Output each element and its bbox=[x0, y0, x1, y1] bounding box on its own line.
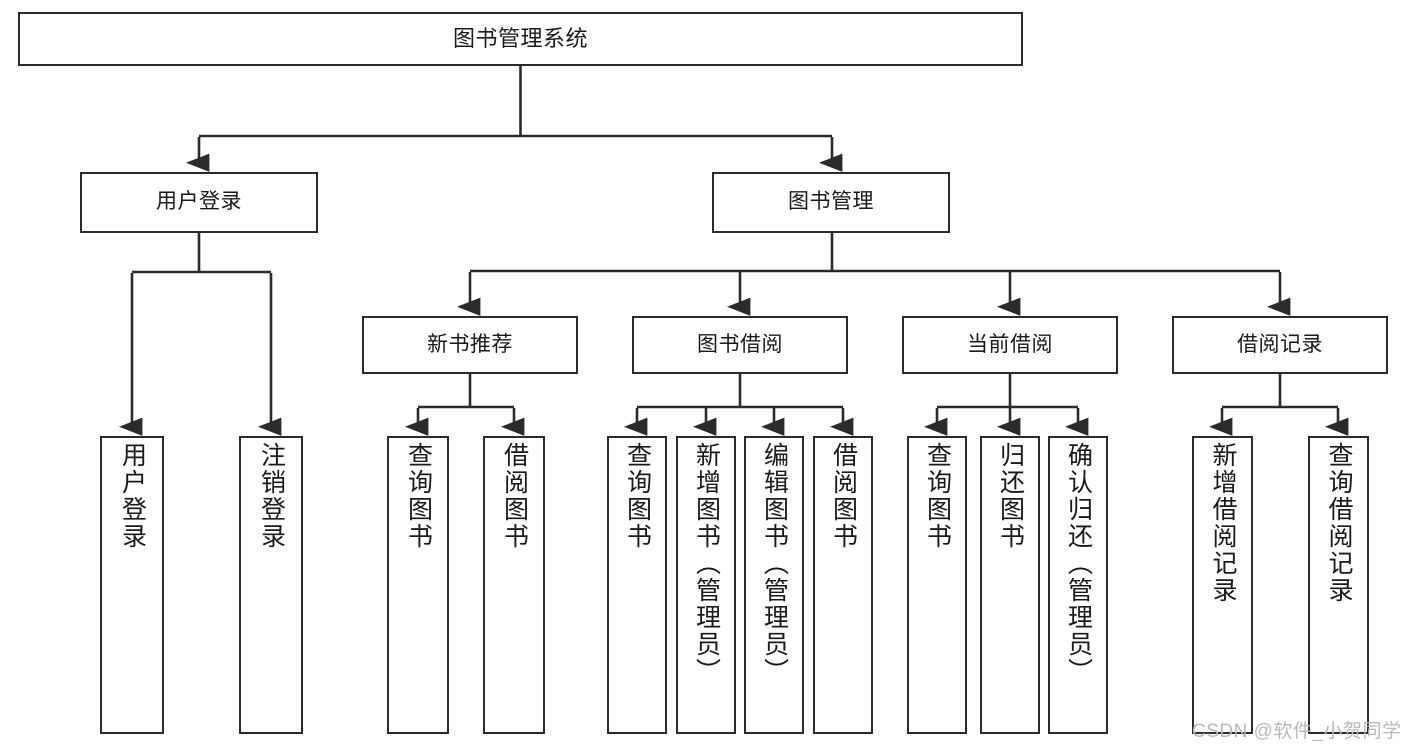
node-leaf-borrow-book-1-label: 借阅图书 bbox=[500, 442, 529, 550]
node-leaf-edit-book-label: 编辑图书（管理员） bbox=[760, 442, 789, 685]
node-user-login-label: 用户登录 bbox=[156, 190, 242, 214]
node-leaf-add-record-label: 新增借阅记录 bbox=[1209, 442, 1237, 604]
node-leaf-add-book[interactable]: 新增图书（管理员） bbox=[676, 436, 736, 734]
node-leaf-confirm-return-label: 确认归还（管理员） bbox=[1064, 442, 1093, 685]
node-leaf-user-login[interactable]: 用户登录 bbox=[100, 436, 164, 734]
node-leaf-query-book-1-label: 查询图书 bbox=[404, 442, 433, 550]
node-root[interactable]: 图书管理系统 bbox=[18, 12, 1023, 66]
node-leaf-return-book[interactable]: 归还图书 bbox=[980, 436, 1040, 734]
node-leaf-query-book-2-label: 查询图书 bbox=[623, 442, 652, 550]
node-current-borrow[interactable]: 当前借阅 bbox=[902, 316, 1118, 374]
node-leaf-user-login-label: 用户登录 bbox=[118, 442, 147, 550]
node-leaf-query-book-3-label: 查询图书 bbox=[923, 442, 952, 550]
node-leaf-borrow-book-2[interactable]: 借阅图书 bbox=[813, 436, 873, 734]
node-leaf-logout-label: 注销登录 bbox=[257, 442, 286, 550]
node-current-borrow-label: 当前借阅 bbox=[967, 332, 1053, 356]
node-leaf-query-record-label: 查询借阅记录 bbox=[1325, 442, 1353, 604]
node-book-borrow-label: 图书借阅 bbox=[697, 332, 783, 356]
node-book-borrow[interactable]: 图书借阅 bbox=[632, 316, 848, 374]
node-book-manage-label: 图书管理 bbox=[788, 190, 874, 214]
node-leaf-add-book-label: 新增图书（管理员） bbox=[692, 442, 721, 685]
node-leaf-query-record[interactable]: 查询借阅记录 bbox=[1308, 436, 1369, 734]
node-new-book-rec[interactable]: 新书推荐 bbox=[362, 316, 578, 374]
node-book-manage[interactable]: 图书管理 bbox=[712, 172, 950, 233]
node-leaf-return-book-label: 归还图书 bbox=[996, 442, 1025, 550]
node-leaf-query-book-2[interactable]: 查询图书 bbox=[607, 436, 667, 734]
node-leaf-edit-book[interactable]: 编辑图书（管理员） bbox=[744, 436, 804, 734]
node-borrow-record-label: 借阅记录 bbox=[1237, 332, 1323, 356]
node-leaf-borrow-book-2-label: 借阅图书 bbox=[829, 442, 858, 550]
node-user-login[interactable]: 用户登录 bbox=[80, 172, 318, 233]
node-leaf-borrow-book-1[interactable]: 借阅图书 bbox=[483, 436, 545, 734]
node-borrow-record[interactable]: 借阅记录 bbox=[1172, 316, 1388, 374]
node-leaf-query-book-3[interactable]: 查询图书 bbox=[907, 436, 967, 734]
node-leaf-query-book-1[interactable]: 查询图书 bbox=[387, 436, 449, 734]
node-new-book-rec-label: 新书推荐 bbox=[427, 332, 513, 356]
node-leaf-confirm-return[interactable]: 确认归还（管理员） bbox=[1048, 436, 1108, 734]
node-leaf-add-record[interactable]: 新增借阅记录 bbox=[1192, 436, 1253, 734]
node-root-label: 图书管理系统 bbox=[452, 26, 588, 52]
node-leaf-logout[interactable]: 注销登录 bbox=[239, 436, 303, 734]
